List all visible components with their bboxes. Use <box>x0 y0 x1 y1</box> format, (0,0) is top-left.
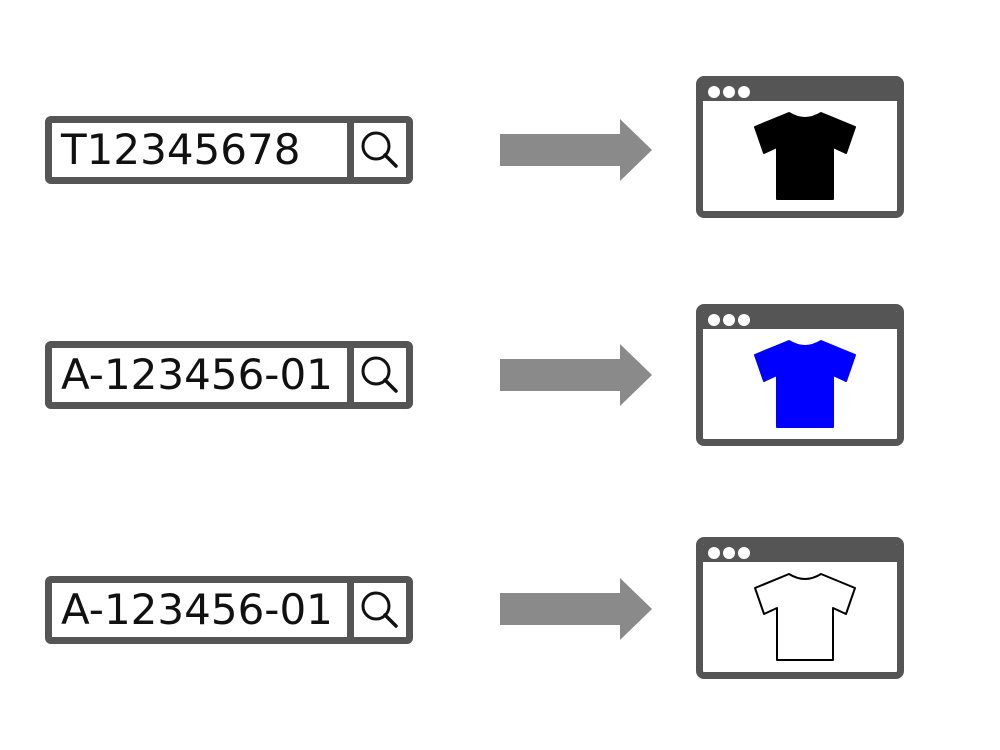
search-divider <box>347 123 354 177</box>
browser-title-bar <box>703 311 897 329</box>
browser-title-bar <box>703 83 897 101</box>
tshirt-icon <box>754 112 856 200</box>
browser-window <box>696 304 904 446</box>
search-row-3: A-123456-01 <box>0 536 1000 686</box>
search-divider <box>347 348 354 402</box>
search-icon <box>361 356 398 393</box>
window-dot <box>708 547 720 559</box>
search-input[interactable]: A-123456-01 <box>61 350 333 399</box>
search-button[interactable] <box>354 583 406 637</box>
window-dot <box>723 314 735 326</box>
arrow-right-icon <box>500 119 652 181</box>
tshirt-icon <box>754 340 856 428</box>
browser-title-bar <box>703 544 897 562</box>
browser-window <box>696 76 904 218</box>
search-icon <box>361 131 398 168</box>
window-dot <box>708 86 720 98</box>
search-row-1: T12345678 <box>0 75 1000 225</box>
window-dot <box>738 86 750 98</box>
window-dot <box>723 86 735 98</box>
search-row-2: A-123456-01 <box>0 303 1000 453</box>
search-button[interactable] <box>354 348 406 402</box>
window-dot <box>723 547 735 559</box>
search-input[interactable]: T12345678 <box>61 125 301 174</box>
window-dot <box>708 314 720 326</box>
search-input[interactable]: A-123456-01 <box>61 585 333 634</box>
search-divider <box>347 583 354 637</box>
arrow-right-icon <box>500 344 652 406</box>
search-bar: T12345678 <box>45 116 413 184</box>
browser-window <box>696 537 904 679</box>
arrow-right-icon <box>500 578 652 640</box>
search-button[interactable] <box>354 123 406 177</box>
window-dot <box>738 314 750 326</box>
window-dot <box>738 547 750 559</box>
search-icon <box>361 591 398 628</box>
search-bar: A-123456-01 <box>45 576 413 644</box>
search-bar: A-123456-01 <box>45 341 413 409</box>
tshirt-icon <box>754 573 856 661</box>
